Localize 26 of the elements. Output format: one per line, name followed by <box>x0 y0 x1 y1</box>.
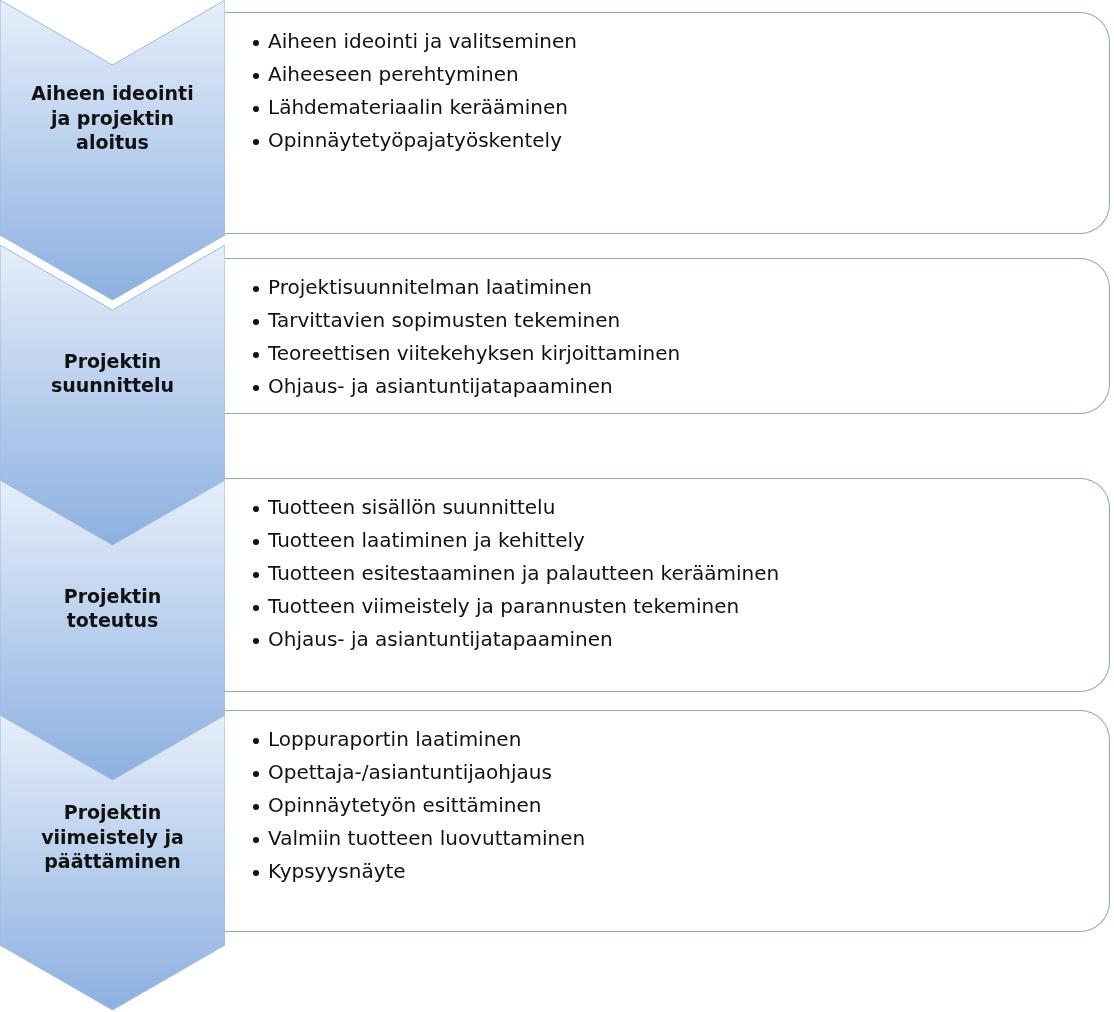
task-text: Opettaja-/asiantuntijaohjaus <box>268 760 552 784</box>
task-text: Opinnäytetyöpajatyöskentely <box>268 128 562 152</box>
task-text: Ohjaus- ja asiantuntijatapaaminen <box>268 374 613 398</box>
task-panel <box>225 478 1110 692</box>
task-panel <box>225 710 1110 932</box>
task-text: Kypsyysnäyte <box>268 859 406 883</box>
task-panel <box>225 12 1110 234</box>
task-text: Tuotteen laatiminen ja kehittely <box>268 528 585 552</box>
task-text: Projektisuunnitelman laatiminen <box>268 275 592 299</box>
task-text: Lähdemateriaalin kerääminen <box>268 95 568 119</box>
stage-title: Aiheen ideointi ja projektin aloitus <box>30 81 195 156</box>
stage-title: Projektin viimeistely ja päättäminen <box>40 800 185 875</box>
task-text: Tarvittavien sopimusten tekeminen <box>268 308 621 332</box>
task-text: Teoreettisen viitekehyksen kirjoittaminen <box>268 341 681 365</box>
task-text: Valmiin tuotteen luovuttaminen <box>268 826 586 850</box>
task-text: Tuotteen viimeistely ja parannusten tekeminen <box>268 594 740 618</box>
task-text: Aiheeseen perehtyminen <box>268 62 519 86</box>
task-panel <box>225 258 1110 414</box>
task-text: Tuotteen sisällön suunnittelu <box>268 495 556 519</box>
task-text: Opinnäytetyön esittäminen <box>268 793 542 817</box>
task-text: Loppuraportin laatiminen <box>268 727 522 751</box>
stage-title: Projektin toteutus <box>62 583 163 633</box>
task-text: Ohjaus- ja asiantuntijatapaaminen <box>268 627 613 651</box>
stage-title: Projektin suunnittelu <box>50 348 175 398</box>
task-text: Tuotteen esitestaaminen ja palautteen kerääminen <box>268 561 780 585</box>
task-text: Aiheen ideointi ja valitseminen <box>268 29 577 53</box>
